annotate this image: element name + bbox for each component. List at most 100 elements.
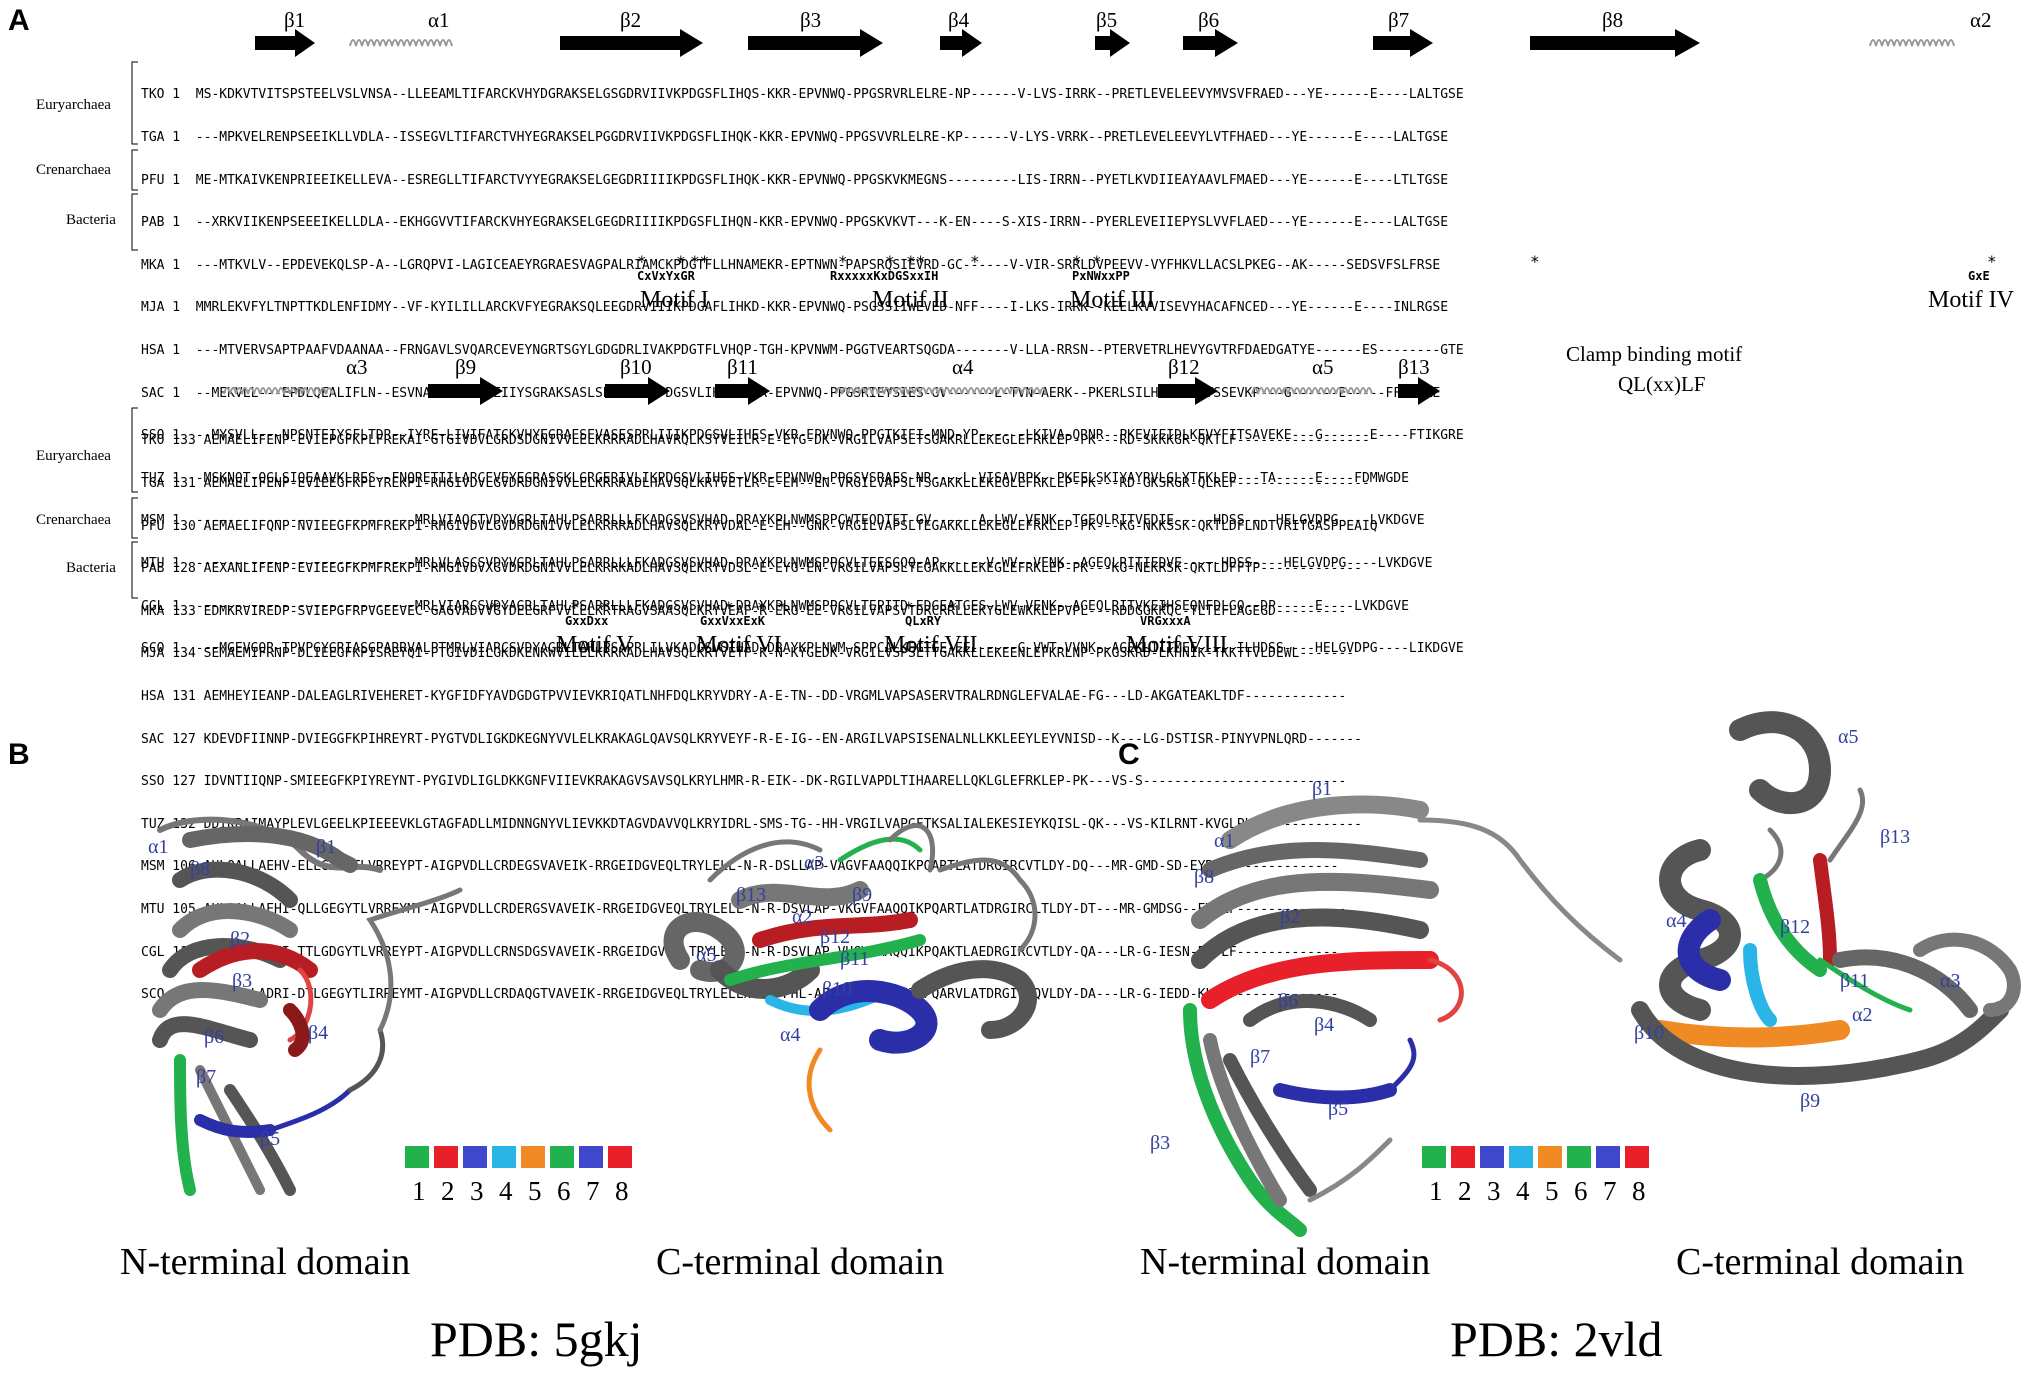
label-c2vld-a4: α4 [1666,910,1687,932]
ss-beta4 [940,29,982,57]
motif-code-3: PxNWxxPP [1072,269,1130,283]
seq-row: TUZ 1 -MSKNQT-QGLSIQEAAVKLRES--FNQRETIIL… [141,470,1409,486]
conservation-stars-block2: * * * * * * * * * [490,598,1170,617]
seq-row: TKO 1 MS-KDKVTVITSPSTEELVSLVNSA--LLEEAML… [141,87,1464,103]
ss-label-b1: β1 [284,8,306,32]
seq-row: SSO 127 IDVNTIIQNP-SMIEEGFKPIYREYNT-PYGI… [141,774,1347,790]
motif-code-7: QLxRY [905,614,942,628]
motif-label-2: Motif II [872,287,949,313]
motif-code-1: CxVxYxGR [637,269,695,283]
n-terminal-title-c: N-terminal domain [1140,1241,1431,1283]
group-euryarchaea-2: Euryarchaea [36,448,111,464]
structure-2vld-c-terminal [1631,711,2021,1085]
label-n5gkj-b4: β4 [308,1022,329,1044]
ss-label-b12: β12 [1168,355,1200,379]
conservation-stars-block1: * * ** * * ** * * * * * [637,252,1997,271]
pdb-id-c: PDB: 2vld [1450,1311,1663,1367]
legend-num: 2 [441,1176,455,1206]
panel-label-a: A [8,4,30,37]
label-n2vld-b1: β1 [1312,778,1333,800]
ss-beta8 [1530,29,1700,57]
label-n5gkj-b6: β6 [204,1026,225,1048]
clamp-code: QL(xx)LF [1618,372,1706,396]
label-c5gkj-a5: α5 [696,944,717,966]
seq-row: SSO 1 --MYSVLL---NPSNTEIYSFLTDR--IYRE-LI… [141,428,1464,444]
label-n2vld-b8: β8 [1194,866,1215,888]
legend-num: 7 [1603,1176,1617,1206]
seq-row: SAC 1 --MEKVLL---EPDLQEALIFLN--ESVNALLTI… [141,385,1441,401]
c-terminal-title-c: C-terminal domain [1676,1241,1965,1283]
ss-label-b3: β3 [800,8,822,32]
legend-swatch [1509,1146,1533,1168]
ss-beta9 [428,377,503,405]
seq-row: MTU 105 AHLQALLAEHI-QLLGEGYTLVRREYMT-AIG… [141,901,1347,917]
pdb-id-b: PDB: 5gkj [430,1311,643,1367]
c-terminal-title-b: C-terminal domain [656,1241,945,1283]
label-n5gkj-b3: β3 [232,970,253,992]
ss-beta1 [255,29,315,57]
ss-beta2 [560,29,703,57]
label-c5gkj-a2: α2 [792,906,813,928]
legend-num: 7 [586,1176,600,1206]
seq-row: HSA 131 AEMHEYIEANP-DALEAGLRIVEHERET-KYG… [141,688,1347,704]
motif-label-3: Motif III [1070,287,1155,313]
ss-label-a1: α1 [428,8,450,32]
ss-beta7 [1373,29,1433,57]
motif-label-1: Motif I [640,287,709,313]
motif-code-6: GxxVxxExK [700,614,766,628]
seq-row: MSM 1 ----------------------------MRLVIA… [141,513,1425,529]
label-c2vld-b11: β11 [1840,970,1870,992]
n-terminal-title-b: N-terminal domain [120,1241,411,1283]
ss-label-b9: β9 [455,355,477,379]
seq-row: MKA 133 EDMKRVIREDP-SVIEPGFRPVGEEVEC-GAG… [141,603,1347,619]
group-bacteria-2: Bacteria [66,560,116,576]
legend-swatch [492,1146,516,1168]
motif-label-5: Motif V [556,632,634,658]
legend-swatch [1480,1146,1504,1168]
group-crenarchaea-1: Crenarchaea [36,162,111,178]
ss-label-b11: β11 [727,355,758,379]
ss-beta10 [605,377,670,405]
legend-swatch [1451,1146,1475,1168]
label-n5gkj-b5: β5 [260,1128,281,1150]
seq-row: TGA 131 AEMAELIFENP-EVIEEGFKPLYREKPI-RHG… [141,476,1370,491]
motif-label-8: Motif VIII [1126,632,1228,658]
seq-row: SCO 1 ---MGEVGQR-TPVPGYGRIASGPARRVALPTMR… [141,641,1464,657]
ss-label-a5: α5 [1312,355,1334,379]
legend-num: 5 [1545,1176,1559,1206]
clamp-title: Clamp binding motif [1566,342,1743,366]
seq-row: MJA 1 MMRLEKVFYLTNPTTKDLENFIDMY--VF-KYIL… [141,300,1449,316]
legend-num: 4 [1516,1176,1530,1206]
seq-row: TGA 1 ---MPKVELRENPSEEIKLLVDLA--ISSEGVLT… [141,130,1449,145]
motif-code-5: GxxDxx [565,614,609,628]
legend-swatch [550,1146,574,1168]
ss-beta5 [1095,29,1130,57]
label-c2vld-b10: β10 [1634,1022,1665,1044]
group-brackets-block1 [131,61,138,251]
legend-num: 4 [499,1176,513,1206]
legend-swatch [434,1146,458,1168]
group-bacteria-1: Bacteria [66,212,116,228]
ss-beta11 [715,377,770,405]
structure-5gkj-c-terminal [663,823,1038,1133]
seq-row: MKA 1 ---MTKVLV--EPDEVEKQLSP-A--LGRQPVI-… [141,257,1441,273]
label-c5gkj-b10: β10 [822,978,853,1000]
ss-alpha5 [1251,387,1373,395]
group-crenarchaea-2: Crenarchaea [36,512,111,528]
label-c2vld-a5: α5 [1838,726,1859,748]
seq-row: PFU 130 AEMAELIFQNP-NVIEEGFKPMFREKPI-RHG… [141,518,1378,534]
group-brackets-block2 [131,407,138,599]
legend-num: 5 [528,1176,542,1206]
legend-num: 2 [1458,1176,1472,1206]
ss-beta12 [1158,377,1218,405]
legend-num: 3 [470,1176,484,1206]
ss-beta6 [1183,29,1238,57]
label-n5gkj-b1: β1 [316,836,337,858]
ss-label-b10: β10 [620,355,652,379]
legend-swatch [1596,1146,1620,1168]
label-c2vld-a3: α3 [1940,970,1961,992]
structure-2vld-n-terminal [1183,795,1623,1237]
ss-beta3 [748,29,883,57]
label-c5gkj-b12: β12 [820,926,851,948]
legend-num: 1 [412,1176,426,1206]
